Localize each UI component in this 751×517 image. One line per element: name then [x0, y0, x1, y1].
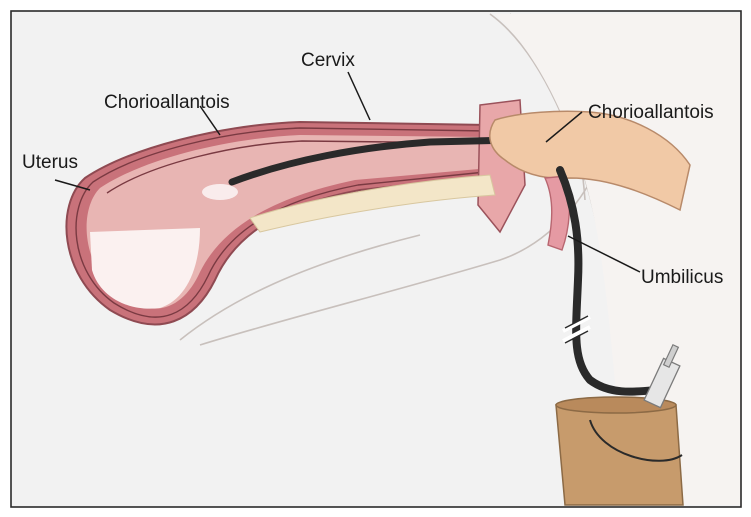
- tube-tip-flow: [202, 184, 238, 200]
- label-cervix: Cervix: [301, 50, 355, 71]
- label-chorioallantois-right: Chorioallantois: [588, 102, 714, 123]
- label-chorioallantois-left: Chorioallantois: [104, 92, 230, 113]
- label-uterus: Uterus: [22, 152, 78, 173]
- label-umbilicus: Umbilicus: [641, 267, 723, 288]
- bucket: [556, 397, 683, 505]
